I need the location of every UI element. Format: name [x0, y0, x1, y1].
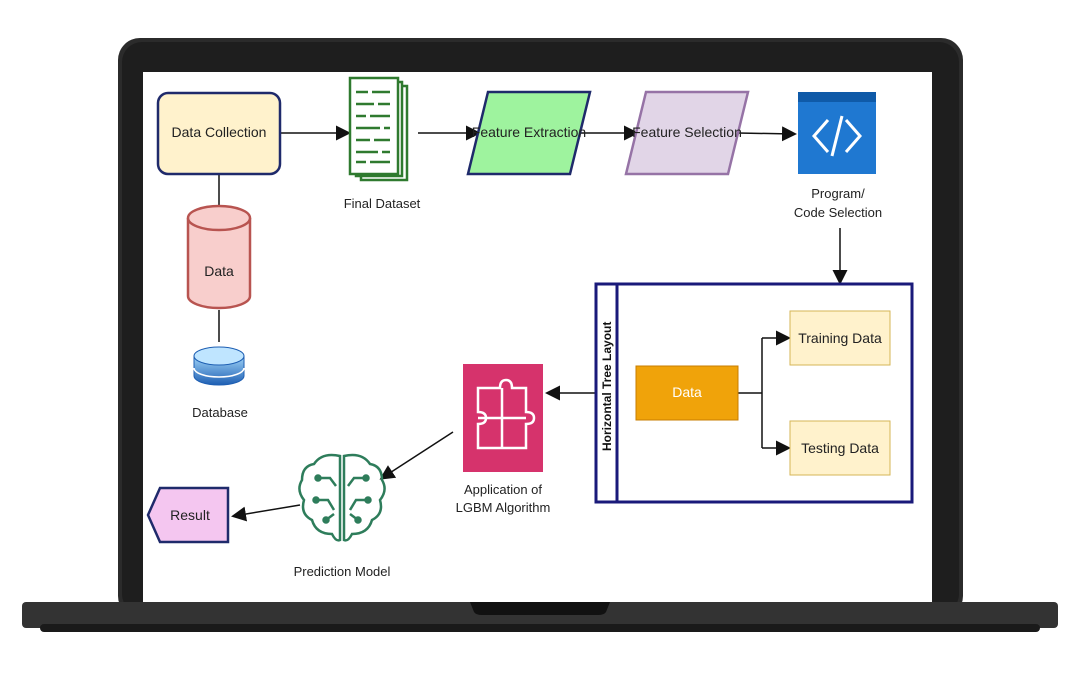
puzzle-icon	[463, 364, 543, 472]
feature-extraction-label: Feature Extraction	[471, 124, 587, 140]
prediction-model-label: Prediction Model	[293, 564, 391, 579]
laptop-notch	[470, 602, 610, 615]
tree-layout-title: Horizontal Tree Layout	[600, 321, 614, 451]
testing-data-box	[789, 420, 891, 476]
final-dataset-label: Final Dataset	[343, 196, 421, 211]
database-icon	[193, 346, 245, 386]
code-icon	[798, 92, 876, 174]
database-label: Database	[192, 405, 248, 420]
lgbm-label-line1: Application of	[463, 482, 543, 497]
data-cylinder-icon	[186, 204, 252, 310]
program-label-line1: Program/	[811, 186, 865, 201]
result-label: Result	[170, 507, 210, 523]
data-collection-label: Data Collection	[171, 124, 267, 140]
brain-icon	[298, 453, 386, 542]
training-data-box	[789, 310, 891, 366]
tree-root-label: Data	[672, 384, 702, 400]
data-collection-box	[156, 91, 282, 176]
arrow-lgbm-to-prediction	[379, 431, 454, 480]
document-stack-icon	[348, 76, 409, 182]
feature-selection-label: Feature Selection	[632, 124, 742, 140]
lgbm-label-line2: LGBM Algorithm	[455, 500, 551, 515]
feature-selection-shape	[624, 90, 750, 176]
feature-extraction-shape	[466, 90, 592, 176]
arrow-prediction-to-result	[231, 504, 301, 522]
data-cylinder-label: Data	[204, 263, 234, 279]
program-label-line2: Code Selection	[793, 205, 883, 220]
tree-root-box	[635, 365, 739, 421]
arrow-selection-to-code	[737, 126, 797, 142]
testing-data-label: Testing Data	[801, 440, 879, 456]
result-shape	[146, 486, 230, 544]
training-data-label: Training Data	[798, 330, 882, 346]
